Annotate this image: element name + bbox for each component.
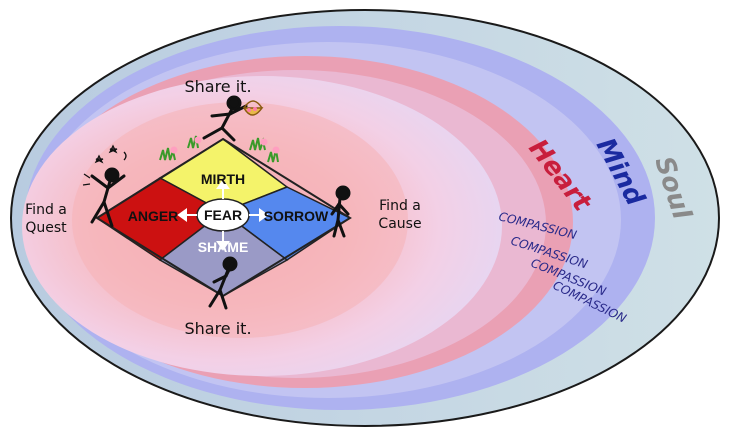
find-quest-line2: Quest — [25, 220, 67, 236]
anger-symbols-icon — [82, 144, 127, 186]
share-it-top-caption: Share it. — [184, 77, 251, 96]
mirth-label: MIRTH — [201, 171, 245, 187]
dancing-figure-icon — [202, 95, 248, 142]
anger-label: ANGER — [128, 208, 179, 224]
sad-figure-icon — [330, 185, 351, 238]
grass-decoration — [159, 135, 280, 163]
angry-figure-icon — [90, 167, 126, 228]
flower-basket-icon — [242, 100, 264, 116]
ashamed-figure-icon — [208, 256, 238, 310]
sorrow-label: SORROW — [264, 208, 329, 224]
shame-label: SHAME — [198, 239, 249, 255]
fear-arrows — [177, 179, 269, 251]
find-cause-line1: Find a — [379, 198, 421, 214]
fear-label: FEAR — [204, 207, 242, 223]
find-cause-line2: Cause — [378, 216, 421, 232]
find-quest-line1: Find a — [25, 202, 67, 218]
share-it-bottom-caption: Share it. — [184, 319, 251, 338]
